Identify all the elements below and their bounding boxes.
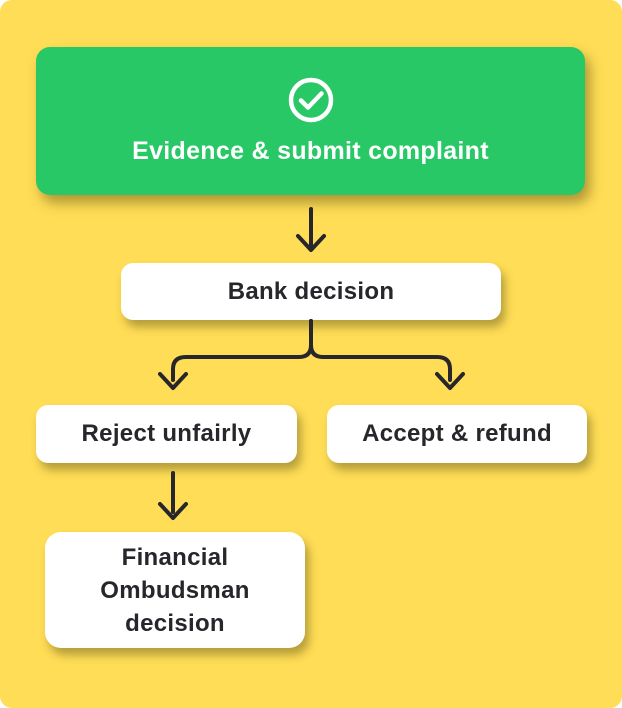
flow-node-label: Evidence & submit complaint: [132, 136, 489, 165]
flow-node-accept-refund: Accept & refund: [327, 405, 587, 463]
flow-node-ombudsman-decision: Financial Ombudsman decision: [45, 532, 305, 648]
flow-node-label-line: Financial: [121, 543, 229, 571]
flow-node-bank-decision: Bank decision: [121, 263, 501, 320]
flow-node-label-line: decision: [125, 609, 225, 637]
flow-node-label-line: Ombudsman: [100, 576, 250, 604]
flow-node-reject-unfairly: Reject unfairly: [36, 405, 297, 463]
arrow-down-icon: [296, 207, 326, 252]
branch-split-arrows-icon: [158, 319, 465, 390]
flow-node-label: Accept & refund: [362, 420, 552, 447]
check-circle-icon: [288, 77, 333, 122]
flow-node-label: Bank decision: [227, 277, 395, 305]
flow-node-label: Reject unfairly: [81, 420, 252, 447]
arrow-down-icon: [158, 471, 188, 520]
flow-node-evidence-submit: Evidence & submit complaint: [36, 47, 585, 195]
